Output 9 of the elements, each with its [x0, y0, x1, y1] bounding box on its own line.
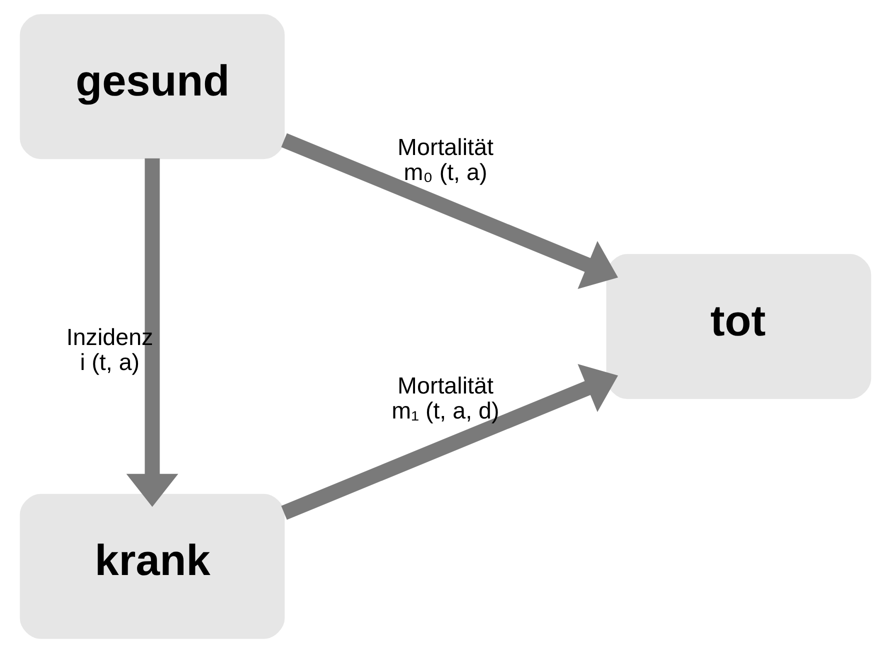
- arrow: [126, 158, 178, 507]
- edge-label: Inzidenz i (t, a): [66, 324, 153, 376]
- arrow: [280, 364, 618, 520]
- edge-label: Mortalität m₀ (t, a): [397, 134, 493, 186]
- edge-label: Mortalität m₁ (t, a, d): [391, 372, 499, 424]
- node-box: tot: [606, 254, 871, 399]
- arrow: [280, 133, 618, 289]
- node-box: krank: [19, 494, 284, 639]
- node-box: gesund: [19, 14, 284, 160]
